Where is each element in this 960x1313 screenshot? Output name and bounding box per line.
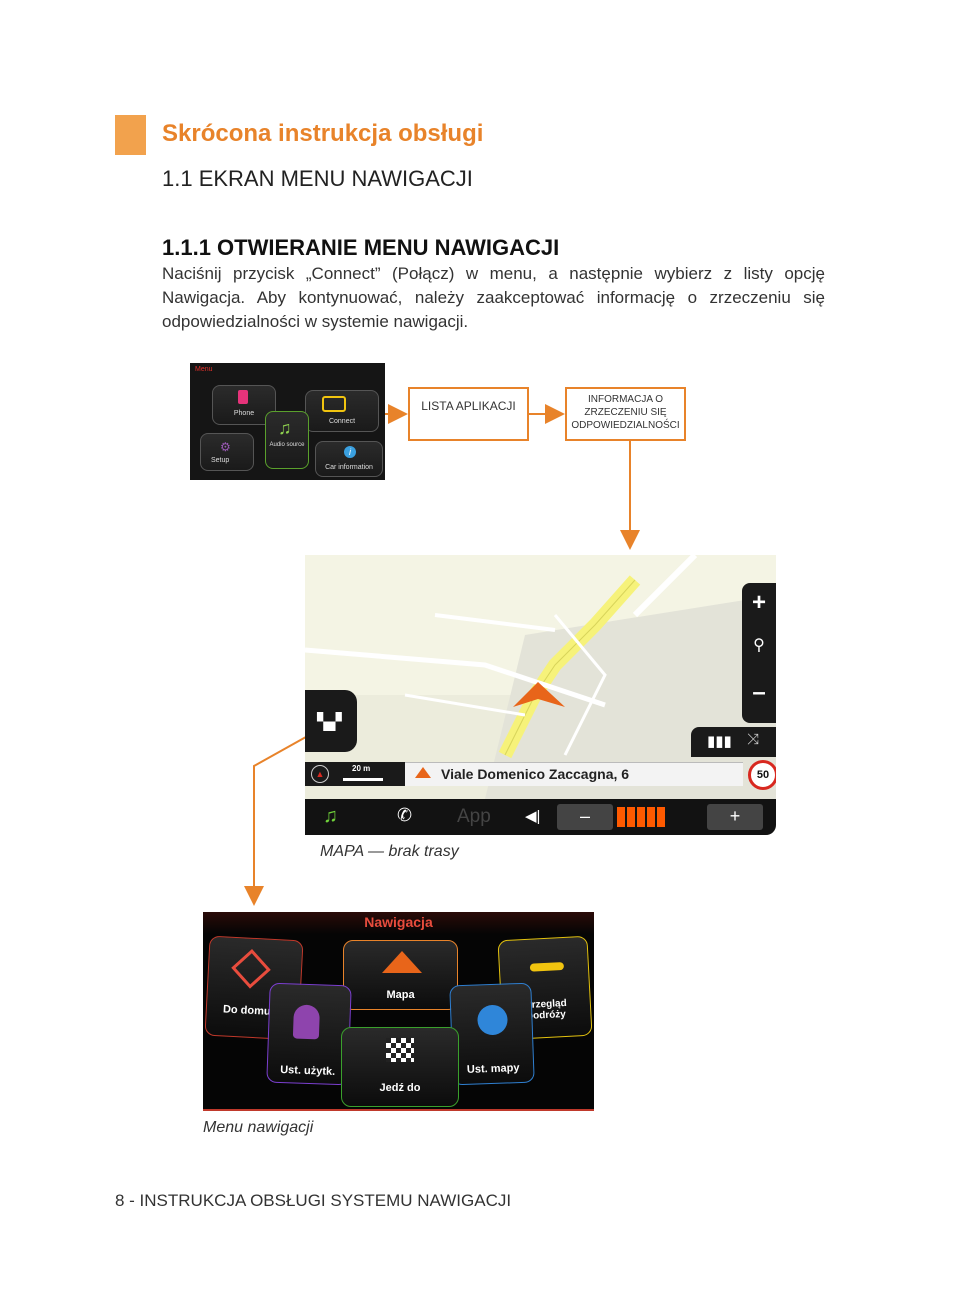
checkered-flag-icon <box>386 1038 414 1062</box>
audio-button[interactable]: ♫ <box>323 805 338 827</box>
info-icon: i <box>344 446 356 458</box>
map-caption: MAPA — brak trasy <box>320 843 459 860</box>
zoom-in-button[interactable]: + <box>751 589 766 616</box>
compass-icon[interactable]: ▲ <box>311 765 329 783</box>
navigation-menu-screenshot: Nawigacja Do domu Mapa Przegląd podróży … <box>203 912 594 1111</box>
phone-button[interactable]: ✆ <box>397 805 413 825</box>
scale-line <box>343 778 383 781</box>
speed-limit-sign: 50 <box>748 760 776 790</box>
map-card[interactable]: Mapa <box>343 940 458 1010</box>
globe-settings-icon <box>476 1004 509 1036</box>
volume-up-button[interactable]: + <box>707 804 763 830</box>
section-accent-block <box>115 115 146 155</box>
volume-down-button[interactable]: – <box>557 804 613 830</box>
setup-tile[interactable]: ⚙ Setup <box>200 433 254 471</box>
map-icon <box>382 951 422 973</box>
user-settings-card[interactable]: Ust. użytk. <box>266 982 352 1086</box>
home-icon <box>231 949 271 989</box>
setup-tile-label: Setup <box>211 457 230 464</box>
connect-tile-label: Connect <box>328 418 356 425</box>
page-footer: 8 - INSTRUKCJA OBSŁUGI SYSTEMU NAWIGACJI <box>115 1191 512 1210</box>
map-settings-card[interactable]: Ust. mapy <box>449 982 535 1086</box>
gear-icon: ⚙ <box>220 440 231 454</box>
audio-tile-label: Audio source <box>269 442 305 448</box>
user-icon <box>292 1004 321 1040</box>
car-menu-screenshot: Menu Phone Connect ♫ Audio source ⚙ Setu… <box>190 363 385 480</box>
zoom-out-button[interactable]: – <box>752 679 766 706</box>
app-button[interactable]: App <box>457 806 491 827</box>
map-tools-panel: ▮▮▮ ⤨ <box>691 727 776 757</box>
car-info-tile-label: Car information <box>325 464 373 471</box>
nav-menu-title: Nawigacja <box>364 914 433 930</box>
progress-icon <box>529 961 565 972</box>
connect-tile[interactable]: Connect <box>305 390 379 432</box>
volume-level-bar <box>617 807 665 827</box>
nav-title-bar <box>203 912 594 934</box>
position-arrow-icon <box>513 682 565 707</box>
navigation-map-screenshot: + ⚲ – ▮▮▮ ⤨ ▚▞ ▲ 20 m Viale Domenico Zac… <box>305 555 776 835</box>
car-menu-title: Menu <box>195 366 213 373</box>
user-settings-label: Ust. użytk. <box>280 1064 336 1078</box>
topic-heading: 1.1.1 OTWIERANIE MENU NAWIGACJI <box>162 235 560 260</box>
poi-bars-icon[interactable]: ▮▮▮ <box>707 733 732 750</box>
connect-icon <box>322 396 346 412</box>
go-to-card[interactable]: Jedź do <box>341 1027 459 1107</box>
current-street-name: Viale Domenico Zaccagna, 6 <box>441 766 630 782</box>
volume-icon: ◀| <box>525 808 541 825</box>
nav-menu-caption: Menu nawigacji <box>203 1119 314 1136</box>
phone-tile-label: Phone <box>233 410 255 417</box>
subsection-title: 1.1 EKRAN MENU NAWIGACJI <box>162 166 473 191</box>
map-scale-bar: ▲ 20 m <box>305 762 405 786</box>
section-title: Skrócona instrukcja obsługi <box>162 120 484 147</box>
map-settings-label: Ust. mapy <box>466 1062 520 1076</box>
map-card-label: Mapa <box>386 989 415 1001</box>
view-grid-icon: ▚▞ <box>317 714 342 731</box>
app-list-callout: LISTA APLIKACJI <box>408 387 529 441</box>
map-scale-label: 20 m <box>352 764 371 773</box>
map-zoom-panel: + ⚲ – <box>742 583 776 723</box>
audio-source-tile[interactable]: ♫ Audio source <box>265 411 309 469</box>
music-note-icon: ♫ <box>278 418 292 438</box>
car-info-tile[interactable]: i Car information <box>315 441 383 477</box>
arrow-to-nav-menu <box>244 727 323 906</box>
direction-arrow-icon <box>415 767 431 778</box>
phone-icon <box>238 390 248 404</box>
instruction-paragraph: Naciśnij przycisk „Connect” (Połącz) w m… <box>162 264 825 331</box>
map-bottom-bar: ♫ ✆ App ◀| – + <box>305 799 776 835</box>
route-options-icon[interactable]: ⤨ <box>747 731 760 748</box>
map-view-button[interactable]: ▚▞ <box>305 690 357 752</box>
search-icon[interactable]: ⚲ <box>753 637 765 654</box>
disclaimer-callout: INFORMACJA O ZRZECZENIU SIĘ ODPOWIEDZIAL… <box>565 387 686 441</box>
go-to-label: Jedź do <box>379 1082 421 1094</box>
current-street-bar: Viale Domenico Zaccagna, 6 <box>405 762 743 786</box>
